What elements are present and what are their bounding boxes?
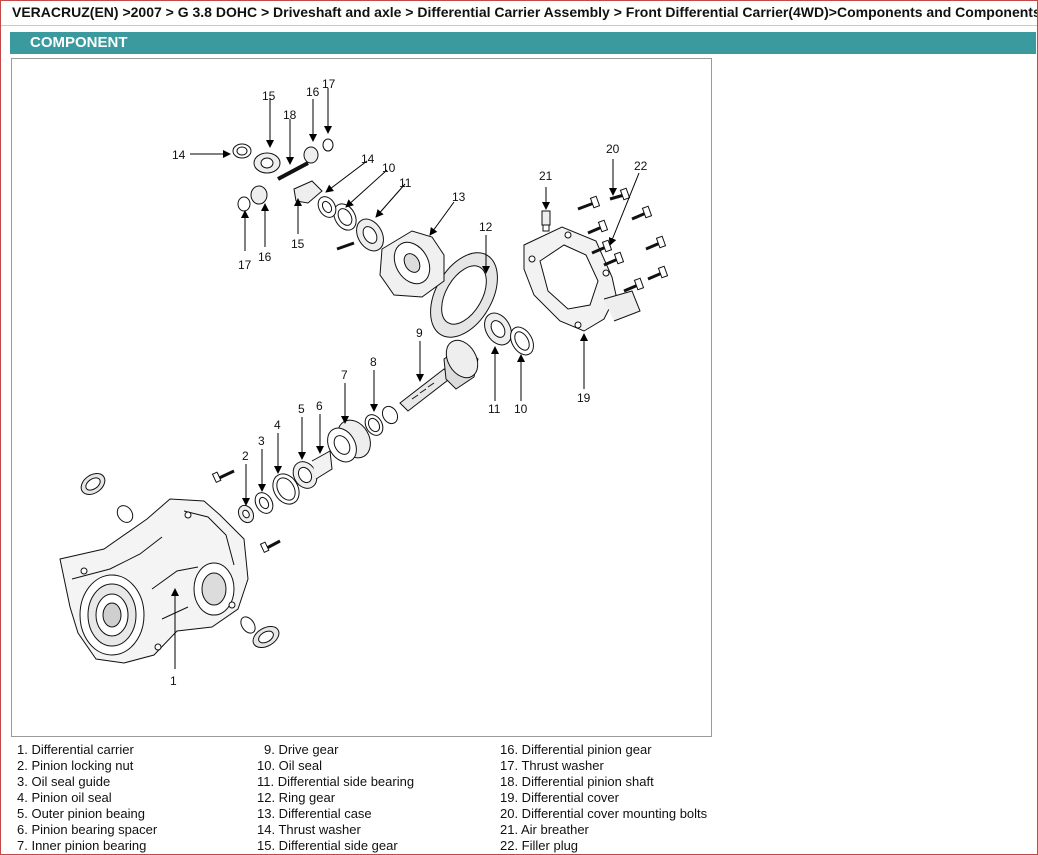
callout-14-upper: 14 bbox=[361, 152, 375, 166]
callout-17-top: 17 bbox=[322, 77, 336, 91]
callout-13: 13 bbox=[452, 190, 466, 204]
legend-item: 11. Differential side bearing bbox=[257, 774, 415, 789]
legend-item: 1. Differential carrier bbox=[17, 742, 134, 757]
callout-12: 12 bbox=[479, 220, 493, 234]
differential-case-part bbox=[379, 230, 445, 298]
callout-18: 18 bbox=[283, 108, 297, 122]
legend-item: 15. Differential side gear bbox=[257, 838, 398, 853]
ring-gear-part bbox=[430, 252, 498, 338]
section-header: COMPONENT bbox=[10, 32, 1036, 54]
legend-item: 14. Thrust washer bbox=[257, 822, 361, 837]
callout-22: 22 bbox=[634, 159, 648, 173]
callout-16-bottom: 16 bbox=[258, 250, 272, 264]
legend-item: 4. Pinion oil seal bbox=[17, 790, 112, 805]
legend-item: 10. Oil seal bbox=[257, 758, 323, 773]
legend-item: 16. Differential pinion gear bbox=[500, 742, 652, 757]
legend-item: 9. Drive gear bbox=[264, 742, 339, 757]
callout-11-upper: 11 bbox=[399, 176, 412, 190]
leader-lines bbox=[171, 88, 640, 669]
callout-15-bottom: 15 bbox=[291, 237, 305, 251]
legend-item: 18. Differential pinion shaft bbox=[500, 774, 654, 789]
callout-7: 7 bbox=[341, 368, 348, 382]
section-title: COMPONENT bbox=[30, 34, 128, 51]
legend-item: 13. Differential case bbox=[257, 806, 372, 821]
legend-item: 21. Air breather bbox=[500, 822, 589, 837]
legend-item: 7. Inner pinion bearing bbox=[17, 838, 147, 853]
cover-bolts-part bbox=[541, 187, 669, 293]
callout-20: 20 bbox=[606, 142, 620, 156]
exploded-diagram-svg: 1 2 3 4 5 6 7 8 9 10 11 19 12 13 11 10 1… bbox=[59, 77, 669, 688]
legend-item: 19. Differential cover bbox=[500, 790, 619, 805]
legend-item: 12. Ring gear bbox=[257, 790, 336, 805]
legend-item: 22. Filler plug bbox=[500, 838, 579, 853]
callout-8: 8 bbox=[370, 355, 377, 369]
callout-19: 19 bbox=[577, 391, 591, 405]
left-oil-seal-part bbox=[80, 473, 134, 523]
legend-item: 17. Thrust washer bbox=[500, 758, 604, 773]
callout-16-top: 16 bbox=[306, 85, 320, 99]
callout-labels: 1 2 3 4 5 6 7 8 9 10 11 19 12 13 11 10 1… bbox=[170, 77, 648, 688]
breadcrumb-text: VERACRUZ(EN) >2007 > G 3.8 DOHC > Drives… bbox=[12, 4, 1038, 20]
carrier-bolts-part bbox=[211, 469, 281, 554]
drive-gear-part bbox=[399, 339, 479, 412]
legend-column-1: 1. Differential carrier 2. Pinion lockin… bbox=[17, 742, 157, 854]
callout-17-bottom: 17 bbox=[238, 258, 252, 272]
right-oil-seal-part bbox=[240, 616, 280, 648]
legend-item: 2. Pinion locking nut bbox=[17, 758, 134, 773]
legend-item: 20. Differential cover mounting bolts bbox=[500, 806, 708, 821]
differential-carrier-part bbox=[59, 498, 249, 664]
side-bearing-part bbox=[317, 196, 534, 356]
legend-item: 6. Pinion bearing spacer bbox=[17, 822, 158, 837]
callout-3: 3 bbox=[258, 434, 265, 448]
callout-14-left: 14 bbox=[172, 148, 186, 162]
legend-column-2: 9. Drive gear 10. Oil seal 11. Different… bbox=[257, 742, 414, 854]
callout-5: 5 bbox=[298, 402, 305, 416]
legend-column-3: 16. Differential pinion gear 17. Thrust … bbox=[500, 742, 707, 854]
side-gears-part bbox=[232, 138, 334, 212]
callout-11-lower: 11 bbox=[488, 402, 501, 416]
callout-4: 4 bbox=[274, 418, 281, 432]
callout-21: 21 bbox=[539, 169, 553, 183]
callout-9: 9 bbox=[416, 326, 423, 340]
legend-item: 3. Oil seal guide bbox=[17, 774, 111, 789]
legend-item: 5. Outer pinion beaing bbox=[17, 806, 145, 821]
callout-15-top: 15 bbox=[262, 89, 276, 103]
callout-10-lower: 10 bbox=[514, 402, 528, 416]
differential-cover-part bbox=[523, 226, 641, 332]
callout-2: 2 bbox=[242, 449, 249, 463]
callout-6: 6 bbox=[316, 399, 323, 413]
callout-10-upper: 10 bbox=[382, 161, 396, 175]
breadcrumb: VERACRUZ(EN) >2007 > G 3.8 DOHC > Drives… bbox=[1, 1, 1037, 26]
pinion-stack-part bbox=[237, 405, 399, 524]
callout-1: 1 bbox=[170, 674, 177, 688]
exploded-diagram: 1 2 3 4 5 6 7 8 9 10 11 19 12 13 11 10 1… bbox=[11, 58, 712, 737]
